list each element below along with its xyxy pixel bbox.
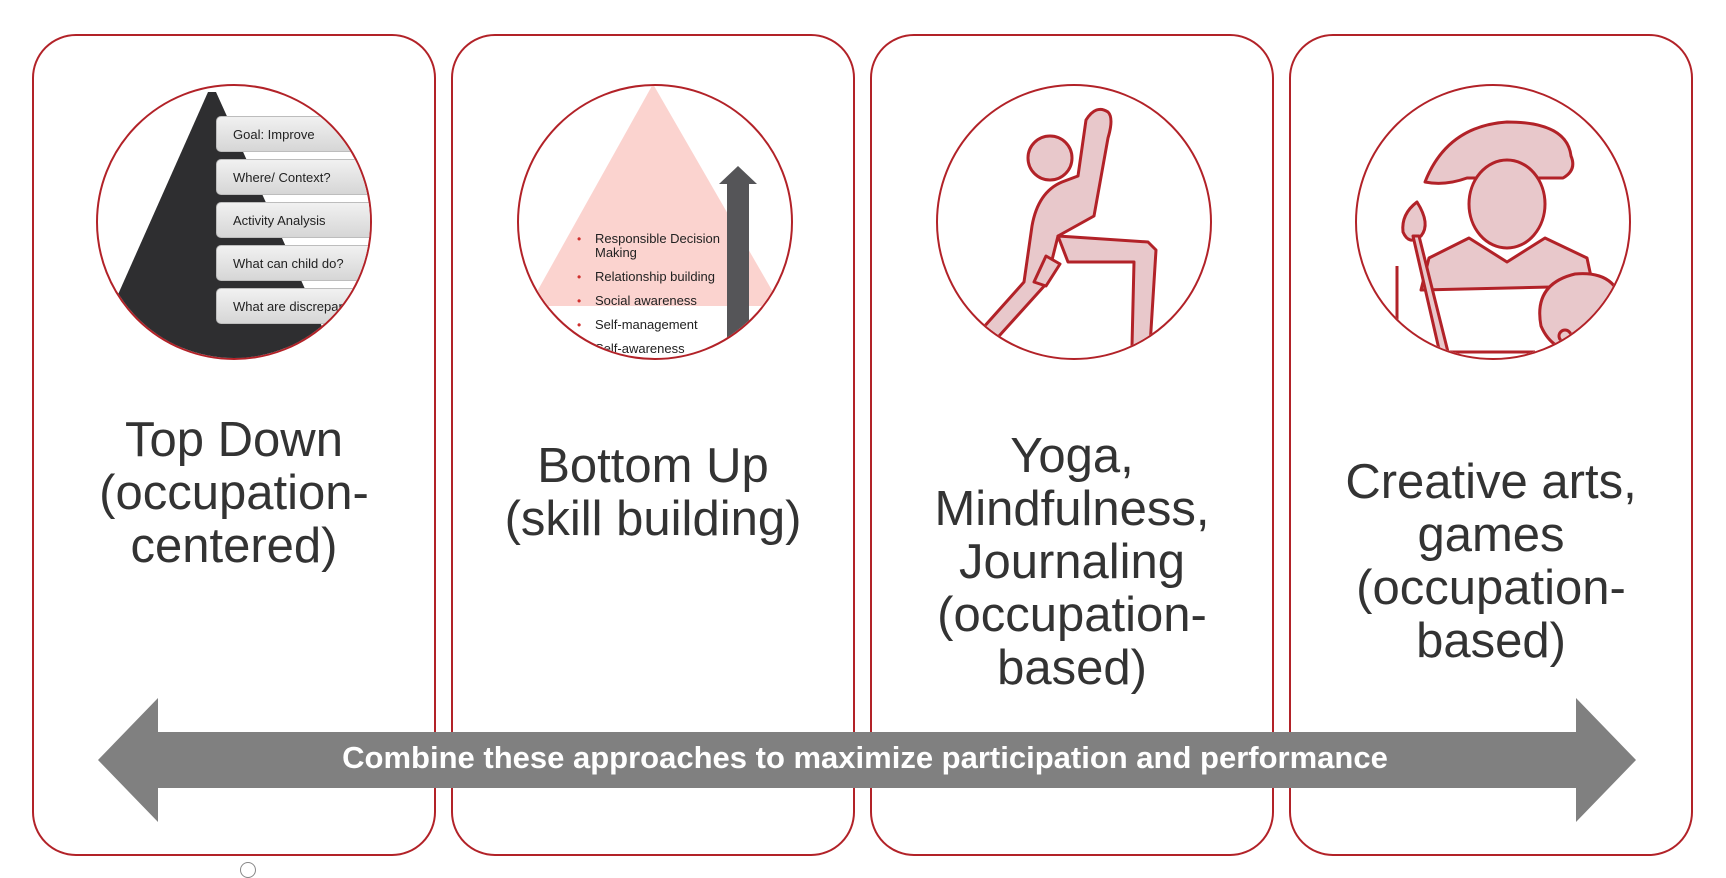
pyramid-row-discrepancies: What are discrepanc <box>216 288 370 324</box>
card-title-bottom-up: Bottom Up (skill building) <box>463 440 843 546</box>
light-pyramid-shape <box>529 86 781 306</box>
skill-pyramid-graphic <box>529 86 781 358</box>
title-line: Mindfulness, <box>934 482 1210 536</box>
card-title-top-down: Top Down (occupation- centered) <box>44 414 424 573</box>
arrow-label: Combine these approaches to maximize par… <box>342 740 1388 775</box>
footnote-circle-icon <box>240 862 256 878</box>
pyramid-row-activity-analysis: Activity Analysis <box>216 202 370 238</box>
skill-item-label: Relationship building <box>595 269 715 284</box>
bullet-icon: • <box>577 232 582 246</box>
skill-list: • Responsible Decision Making • Relationsh… <box>575 232 745 358</box>
artist-palette-icon <box>1395 120 1625 358</box>
skill-item-label: Responsible Decision Making <box>595 231 721 260</box>
card-yoga: Yoga, Mindfulness, Journaling (occupatio… <box>870 34 1274 856</box>
card-title-yoga: Yoga, Mindfulness, Journaling (occupatio… <box>882 430 1262 695</box>
skill-item: • Responsible Decision Making <box>575 232 745 260</box>
title-line: Bottom Up <box>537 439 769 493</box>
skill-item-label: Self-awareness <box>595 341 685 356</box>
card-top-down: Goal: Improve Where/ Context? Activity A… <box>32 34 436 856</box>
skill-item: • Social awareness <box>575 293 745 309</box>
title-line: based) <box>1416 614 1566 668</box>
pyramid-list-image: • Responsible Decision Making • Relationsh… <box>517 84 793 360</box>
yoga-icon-circle <box>936 84 1212 360</box>
card-bottom-up: • Responsible Decision Making • Relationsh… <box>451 34 855 856</box>
artist-icon-circle <box>1355 84 1631 360</box>
double-arrow-icon <box>98 698 1636 822</box>
skill-item-label: Self-management <box>595 317 698 332</box>
pyramid-steps-image: Goal: Improve Where/ Context? Activity A… <box>96 84 372 360</box>
pyramid-row-goal: Goal: Improve <box>216 116 370 152</box>
up-arrow-head-icon <box>719 166 757 184</box>
bullet-icon: • <box>577 270 582 284</box>
yoga-pose-icon <box>972 107 1158 348</box>
skill-item: • Self-awareness <box>575 341 745 357</box>
pyramid-row-context: Where/ Context? <box>216 159 370 195</box>
skill-item: • Self-management <box>575 317 745 333</box>
title-line: Top Down <box>125 413 343 467</box>
title-line: based) <box>997 641 1147 695</box>
title-line: centered) <box>130 519 338 573</box>
bullet-icon: • <box>577 342 582 356</box>
title-line: (occupation- <box>99 466 369 520</box>
title-line: Yoga, <box>1010 429 1134 483</box>
skill-item: • Relationship building <box>575 269 745 285</box>
card-creative-arts: Creative arts, games (occupation- based) <box>1289 34 1693 856</box>
card-title-creative-arts: Creative arts, games (occupation- based) <box>1301 456 1681 668</box>
title-line: (occupation- <box>937 588 1207 642</box>
skill-item-label: Social awareness <box>595 293 697 308</box>
title-line: (occupation- <box>1356 561 1626 615</box>
pyramid-row-child-ability: What can child do? <box>216 245 370 281</box>
bullet-icon: • <box>577 294 582 308</box>
up-arrow-shaft <box>727 182 749 358</box>
title-line: games <box>1417 508 1565 562</box>
title-line: Journaling <box>958 535 1186 589</box>
title-line: Creative arts, <box>1345 455 1637 509</box>
title-line: (skill building) <box>504 492 802 546</box>
bullet-icon: • <box>577 318 582 332</box>
